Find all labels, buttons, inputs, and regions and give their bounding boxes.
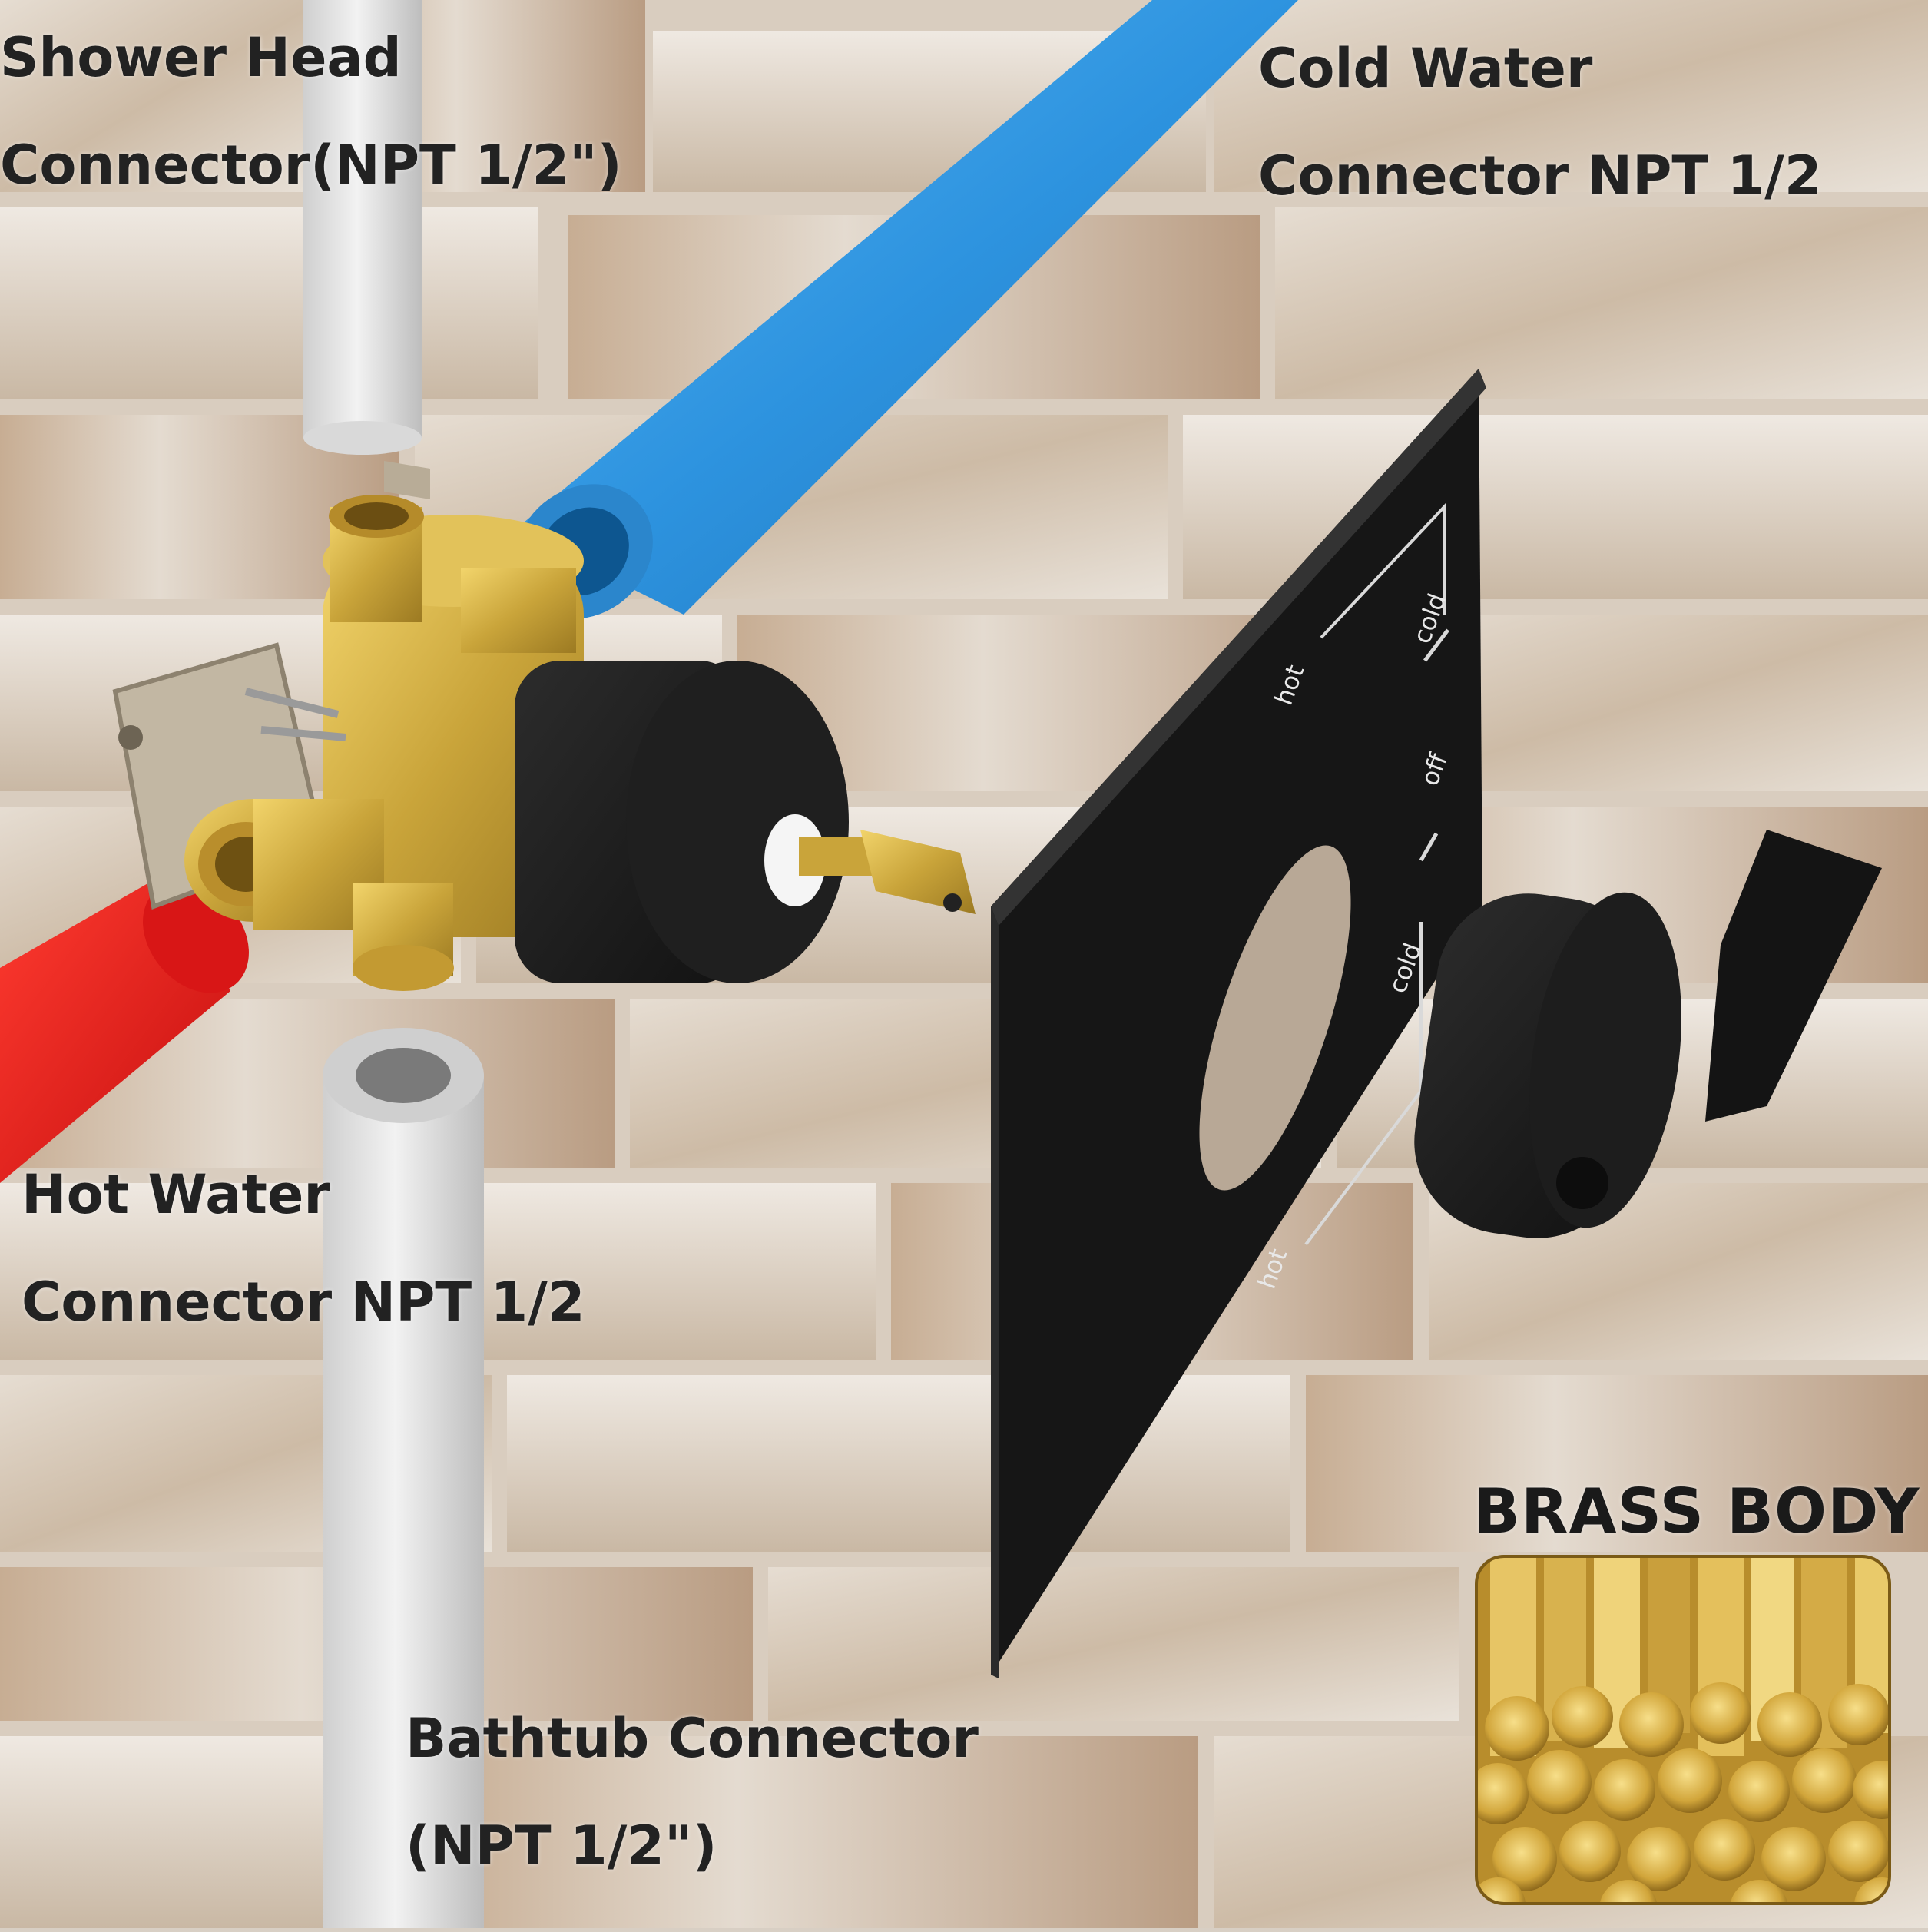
shower-head-label-line1: Shower Head — [0, 26, 402, 89]
brass-body-label: BRASS BODY — [1473, 1476, 1920, 1547]
cold-water-label-line2: Connector NPT 1/2 — [1258, 144, 1822, 207]
valve-handle — [1414, 830, 1882, 1238]
hot-water-label-line1: Hot Water — [22, 1163, 330, 1226]
shower-head-pipe — [303, 0, 422, 455]
trim-plate: hot cold off cold hot — [991, 369, 1486, 1678]
bathtub-label-line2: (NPT 1/2") — [406, 1814, 717, 1877]
trim-plate-hole — [1199, 845, 1351, 1191]
valve-cartridge — [515, 661, 976, 983]
cold-water-label-line1: Cold Water — [1258, 37, 1593, 100]
brass-rods-photo — [1475, 1555, 1891, 1905]
hot-water-label-line2: Connector NPT 1/2 — [22, 1271, 585, 1334]
bathtub-pipe — [323, 1028, 484, 1928]
brass-valve — [112, 461, 584, 991]
bathtub-label-line1: Bathtub Connector — [406, 1707, 979, 1770]
shower-head-label-line2: Connector(NPT 1/2") — [0, 134, 622, 197]
